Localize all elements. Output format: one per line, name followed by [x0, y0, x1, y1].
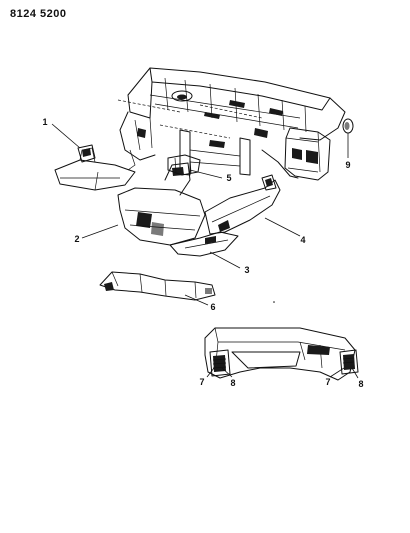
callout-8-right: 8	[358, 379, 364, 389]
duct-part-6	[99, 271, 216, 301]
instrument-panel-frame	[117, 67, 346, 181]
stray-dot	[273, 301, 275, 303]
leader-lines	[51, 123, 359, 379]
vent-part-8-left	[209, 349, 231, 377]
diagram-part-number: 8124 5200	[10, 8, 67, 20]
callout-5: 5	[226, 173, 232, 183]
duct-part-2	[117, 162, 206, 246]
duct-part-4	[204, 174, 281, 235]
callout-2: 2	[74, 234, 80, 244]
callout-6: 6	[210, 302, 216, 312]
vent-part-8-right	[339, 349, 359, 375]
grommet-part-9	[342, 118, 354, 158]
duct-part-3	[169, 231, 239, 257]
callout-7-left: 7	[199, 377, 205, 387]
callout-8-left: 8	[230, 378, 236, 388]
callout-9: 9	[345, 160, 351, 170]
callout-3: 3	[244, 265, 250, 275]
duct-part-1	[54, 144, 136, 191]
callout-1: 1	[42, 117, 48, 127]
lower-dash-panel	[204, 327, 356, 381]
callout-7-right: 7	[325, 377, 331, 387]
callout-4: 4	[300, 235, 306, 245]
